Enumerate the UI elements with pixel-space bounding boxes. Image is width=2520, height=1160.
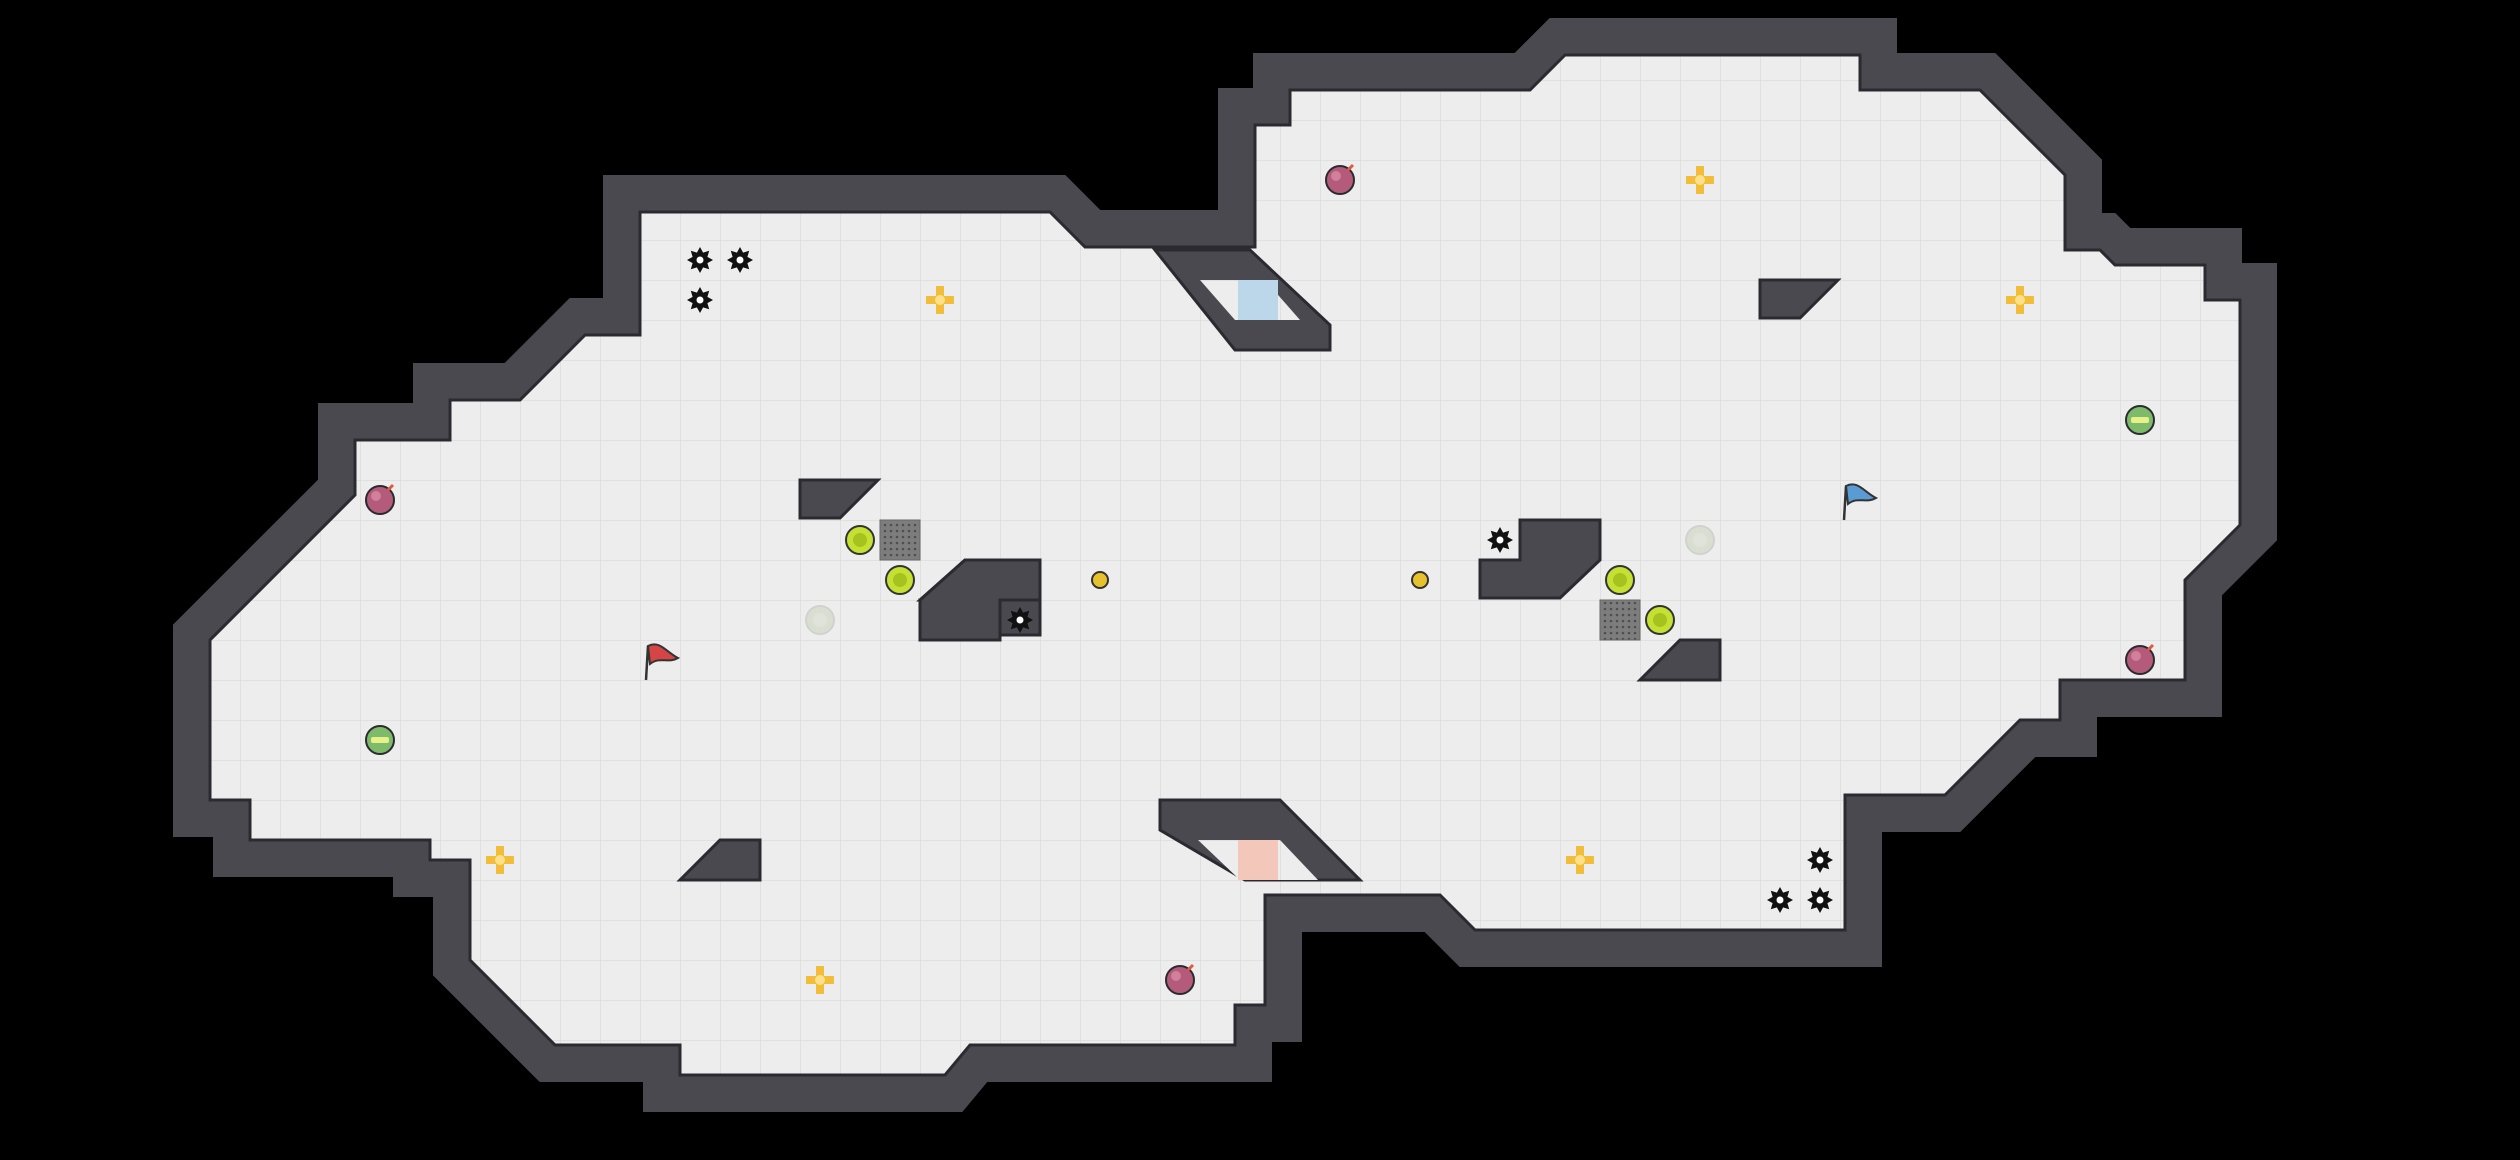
spike-icon: [1007, 607, 1033, 633]
spike-center: [696, 296, 704, 304]
speed-boost-icon: [486, 846, 514, 874]
bomb-icon: [365, 483, 395, 515]
bomb-fuse: [1186, 963, 1195, 972]
wall-block: [1758, 278, 1842, 320]
bomb-fuse: [386, 483, 395, 492]
boost-center: [1575, 855, 1585, 865]
bomb-fuse: [1346, 163, 1355, 172]
powerup-icon: [845, 525, 875, 555]
powerup-core: [1613, 573, 1627, 587]
powerup-ball: [805, 605, 835, 635]
wall-block: [918, 558, 1042, 642]
spike-icon: [687, 247, 713, 273]
powerup-core: [893, 573, 907, 587]
bomb-shine: [2131, 651, 2141, 661]
arena-floor: [208, 53, 2242, 1077]
spike-center: [1816, 896, 1824, 904]
button-icon: [1411, 571, 1429, 589]
powerup-core: [1693, 533, 1707, 547]
wall-block: [1636, 638, 1722, 682]
button-body: [1411, 571, 1429, 589]
gate-icon: [1599, 599, 1641, 641]
spike-icon: [1767, 887, 1793, 913]
wall-block: [798, 478, 882, 520]
boost-center: [815, 975, 825, 985]
bomb-shine: [371, 491, 381, 501]
spike-center: [696, 256, 704, 264]
bomb-shine: [1171, 971, 1181, 981]
spike-icon: [1807, 887, 1833, 913]
speed-boost-icon: [1566, 846, 1594, 874]
powerup-ball: [1685, 525, 1715, 555]
wall-block: [1478, 518, 1602, 600]
floor: [208, 53, 2242, 1077]
spike-icon: [1807, 847, 1833, 873]
boost-center: [495, 855, 505, 865]
red-team-pad: [1238, 840, 1278, 880]
boost-center: [1695, 175, 1705, 185]
powerup-core: [853, 533, 867, 547]
red-flag-icon: [644, 643, 681, 681]
powerup-icon: [805, 605, 835, 635]
juke-juice-icon: [2125, 405, 2155, 435]
bomb-fuse: [2146, 643, 2155, 652]
wall-block: [676, 838, 762, 882]
powerup-icon: [1685, 525, 1715, 555]
flag-cloth: [646, 643, 681, 666]
speed-boost-icon: [1686, 166, 1714, 194]
powerup-icon: [1645, 605, 1675, 635]
juke-band: [2131, 417, 2149, 423]
powerup-icon: [1605, 565, 1635, 595]
juke-juice-icon: [365, 725, 395, 755]
obstacles: [676, 248, 1842, 882]
bomb-icon: [1325, 163, 1355, 195]
blue-flag-icon: [1842, 483, 1879, 521]
bomb-icon: [2125, 643, 2155, 675]
map-items: [365, 163, 2155, 995]
spike-center: [1776, 896, 1784, 904]
bomb-shine: [1331, 171, 1341, 181]
powerup-core: [1653, 613, 1667, 627]
powerup-core: [813, 613, 827, 627]
flag-cloth: [1844, 483, 1879, 506]
boost-center: [935, 295, 945, 305]
spike-icon: [1487, 527, 1513, 553]
spike-icon: [727, 247, 753, 273]
speed-boost-icon: [926, 286, 954, 314]
spike-center: [1816, 856, 1824, 864]
spike-icon: [687, 287, 713, 313]
juke-band: [371, 737, 389, 743]
gate-icon: [879, 519, 921, 561]
speed-boost-icon: [2006, 286, 2034, 314]
button-body: [1091, 571, 1109, 589]
speed-boost-icon: [806, 966, 834, 994]
spike-center: [1016, 616, 1024, 624]
spike-center: [736, 256, 744, 264]
button-icon: [1091, 571, 1109, 589]
blue-team-pad: [1238, 280, 1278, 320]
powerup-icon: [885, 565, 915, 595]
boost-center: [2015, 295, 2025, 305]
bomb-icon: [1165, 963, 1195, 995]
spike-center: [1496, 536, 1504, 544]
